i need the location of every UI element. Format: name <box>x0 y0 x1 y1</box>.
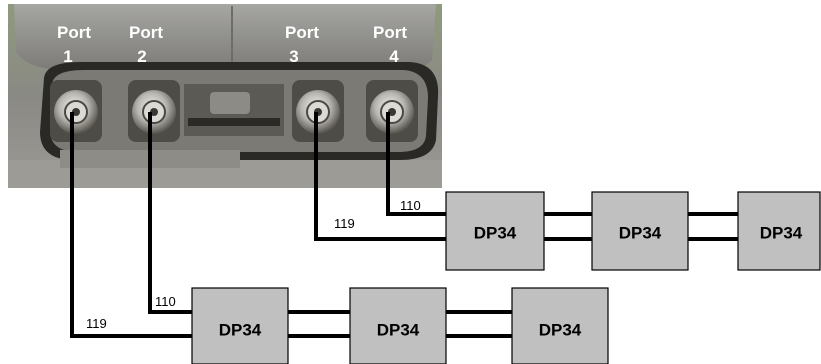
cable-port3-upper <box>314 112 446 241</box>
upper-dp34-box-1-label: DP34 <box>474 224 517 243</box>
port-4-label: Port <box>373 23 407 42</box>
panel-slot <box>188 118 280 126</box>
upper-cable-label-119: 119 <box>334 216 355 231</box>
panel-knob <box>210 92 250 114</box>
upper-dp34-box-2-label: DP34 <box>619 224 662 243</box>
port-cables <box>70 112 446 338</box>
cable-port1-lower <box>70 112 192 338</box>
cable-port2-lower <box>148 112 192 314</box>
lower-dp34-box-2-label: DP34 <box>377 321 420 340</box>
port-1-label: Port <box>57 23 91 42</box>
upper-dp34-chain: DP34 DP34 DP34 <box>445 191 821 271</box>
upper-dp34-box-3-label: DP34 <box>760 224 803 243</box>
lower-cable-label-119: 119 <box>86 316 107 331</box>
port-2-label: Port <box>129 23 163 42</box>
port-3-number: 3 <box>289 47 298 66</box>
port-2-number: 2 <box>137 47 146 66</box>
upper-dp34-box-2: DP34 <box>591 191 689 271</box>
upper-cable-label-110: 110 <box>400 198 421 213</box>
lower-cable-label-110: 110 <box>155 294 176 309</box>
upper-dp34-box-3: DP34 <box>737 191 821 271</box>
router-housing <box>14 4 436 71</box>
port-connector-4 <box>366 80 418 142</box>
lower-dp34-box-2: DP34 <box>349 287 447 364</box>
port-1-number: 1 <box>63 47 72 66</box>
port-3-label: Port <box>285 23 319 42</box>
router-photo: Port 1 Port 2 Port 3 Port 4 <box>8 4 442 188</box>
lower-dp34-chain: DP34 DP34 DP34 <box>191 287 609 364</box>
upper-dp34-box-1: DP34 <box>445 191 545 271</box>
port-connector-2 <box>128 80 180 142</box>
port-4-number: 4 <box>389 47 399 66</box>
lower-dp34-box-3-label: DP34 <box>539 321 582 340</box>
lower-dp34-box-3: DP34 <box>511 287 609 364</box>
port-connector-1 <box>50 80 102 142</box>
lower-dp34-box-1-label: DP34 <box>219 321 262 340</box>
cable-port4-upper <box>386 112 446 216</box>
lower-dp34-box-1: DP34 <box>191 287 289 364</box>
